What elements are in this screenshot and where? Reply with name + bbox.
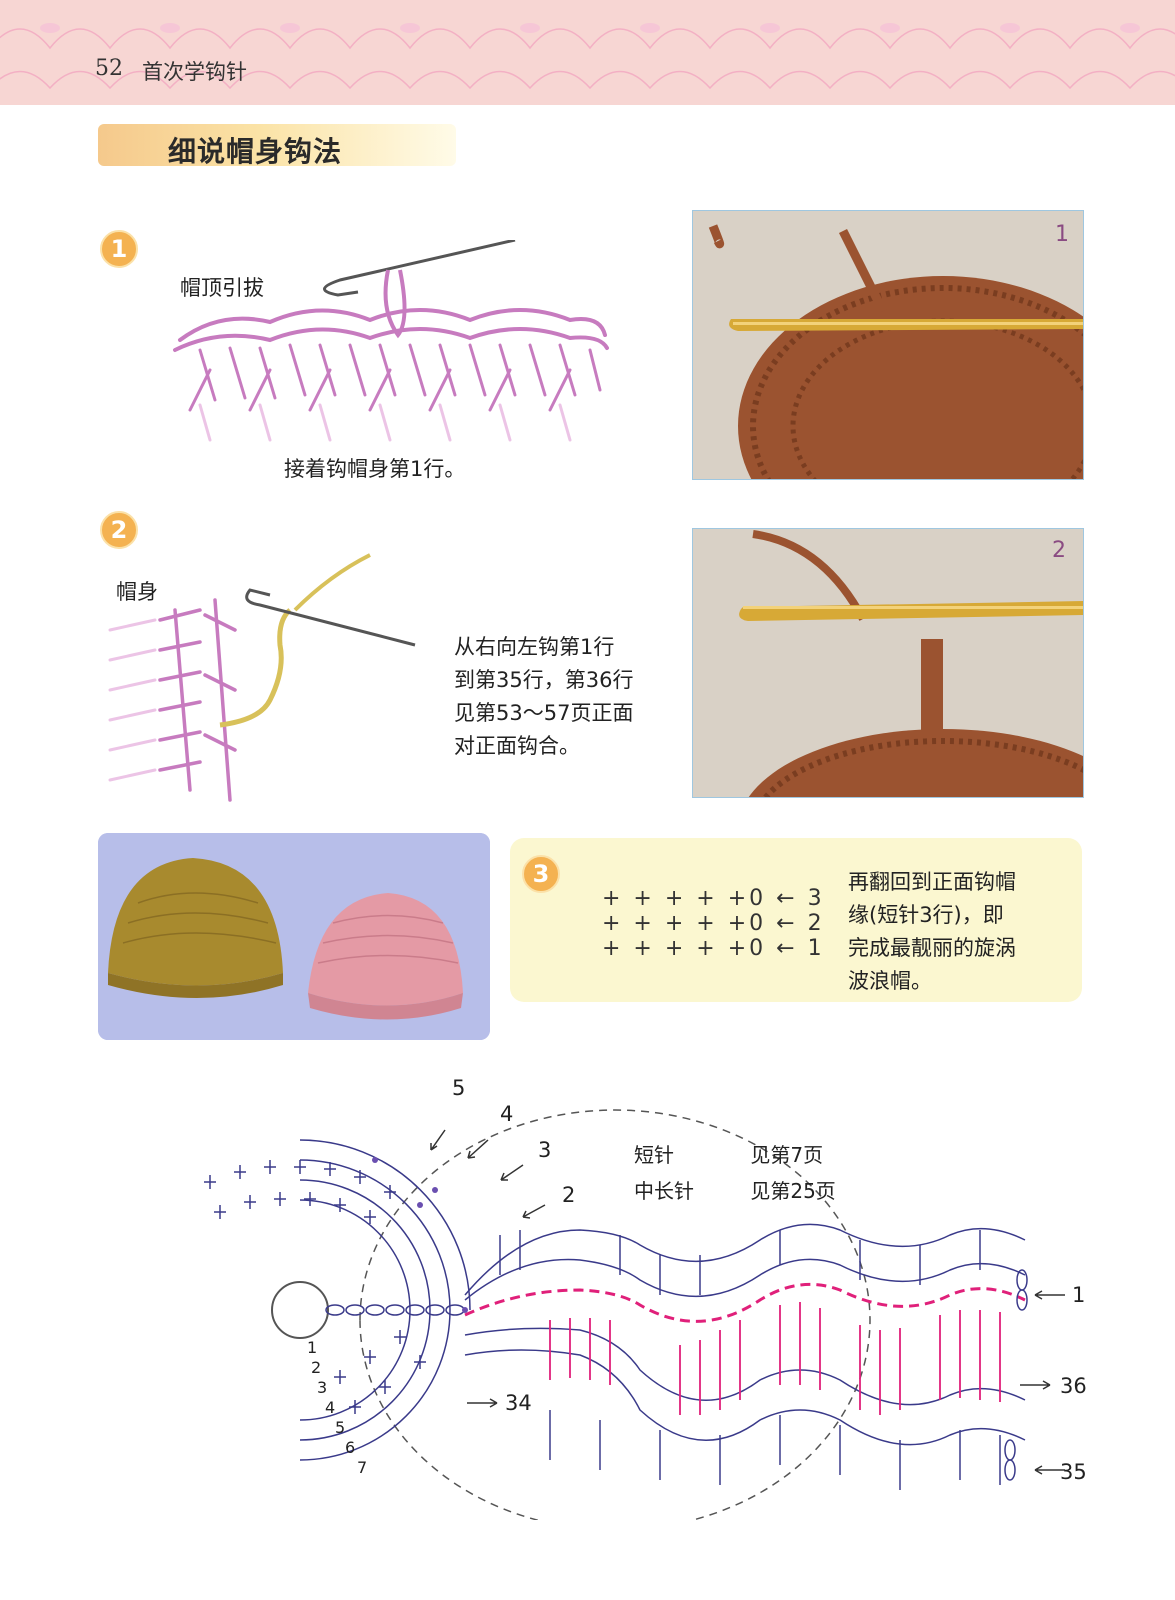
step-1-badge: 1: [100, 230, 138, 268]
step-2-stitch-diagram: [108, 553, 416, 802]
finished-hats-photo: [98, 833, 490, 1040]
left-row-7: 7: [357, 1458, 368, 1477]
chart-label-row-1: 1: [1072, 1283, 1086, 1307]
page-header: [0, 0, 1175, 105]
left-row-6: 6: [345, 1438, 356, 1457]
chart-label-row-35: 35: [1060, 1460, 1087, 1484]
step-2-line-3: 见第53～57页正面: [454, 701, 634, 725]
chart-label-row-34: 34: [505, 1391, 532, 1415]
hats-illustration: [98, 833, 490, 1040]
row-symbols: + + + + +0: [602, 911, 767, 936]
legend-row-half-double: 中长针 见第25页: [634, 1173, 836, 1209]
row-number: 2: [807, 911, 825, 936]
left-row-2: 2: [311, 1358, 322, 1377]
step-1-stitch-diagram: [173, 240, 609, 442]
step-3-badge: 3: [522, 855, 560, 893]
step-2-diagram-label: 帽身: [116, 580, 158, 604]
step-2-badge: 2: [100, 511, 138, 549]
step-2-line-4: 对正面钩合。: [454, 734, 580, 758]
stitch-legend: 短针 见第7页 中长针 见第25页: [634, 1137, 836, 1209]
symbol-row-1: + + + + +0 ← 1: [602, 936, 825, 961]
symbol-row-2: + + + + +0 ← 2: [602, 911, 825, 936]
row-number: 3: [807, 886, 825, 911]
row-number: 1: [807, 936, 825, 961]
crochet-hook-photo-2: [693, 529, 1083, 797]
symbol-row-3: + + + + +0 ← 3: [602, 886, 825, 911]
legend-ref: 见第7页: [750, 1143, 824, 1167]
step-3-line-2: 缘(短针3行)，即: [848, 903, 1004, 927]
chart-row-label-3: 3: [538, 1138, 552, 1162]
legend-stitch: 中长针: [634, 1179, 694, 1203]
section-banner: [98, 124, 456, 166]
row-symbols: + + + + +0: [602, 886, 767, 911]
chart-row-label-4: 4: [500, 1102, 514, 1126]
section-title: 细说帽身钩法: [168, 135, 343, 168]
step-2-photo-number: 2: [1052, 538, 1066, 563]
legend-row-short-stitch: 短针 见第7页: [634, 1137, 836, 1173]
row-arrow: ←: [776, 936, 798, 961]
chart-left-row-labels: 1 2 3 4 5 6 7: [307, 1338, 367, 1478]
step-3-line-1: 再翻回到正面钩帽: [848, 870, 1016, 894]
step-2-description: 从右向左钩第1行 到第35行，第36行 见第53～57页正面 对正面钩合。: [454, 631, 633, 763]
step-3-description: 再翻回到正面钩帽 缘(短针3行)，即 完成最靓丽的旋涡 波浪帽。: [848, 866, 1016, 998]
step-3-line-3: 完成最靓丽的旋涡: [848, 936, 1016, 960]
crochet-hook-photo-1: [693, 211, 1083, 479]
legend-ref: 见第25页: [750, 1179, 836, 1203]
step-2-photo: [692, 528, 1084, 798]
row-arrow: ←: [776, 911, 798, 936]
crochet-chart: [204, 1109, 1065, 1520]
step-1-photo: [692, 210, 1084, 480]
chart-row-label-2: 2: [562, 1183, 576, 1207]
step-2-line-1: 从右向左钩第1行: [454, 635, 615, 659]
chart-row-label-5: 5: [452, 1076, 466, 1100]
step-3-symbol-chart: + + + + +0 ← 3 + + + + +0 ← 2 + + + + +0…: [602, 886, 825, 961]
row-symbols: + + + + +0: [602, 936, 767, 961]
step-2-line-2: 到第35行，第36行: [454, 668, 634, 692]
step-1-diagram-label: 帽顶引拔: [180, 276, 264, 300]
page-number: 52: [95, 56, 123, 81]
step-1-caption: 接着钩帽身第1行。: [284, 457, 466, 481]
step-3-line-4: 波浪帽。: [848, 969, 932, 993]
row-arrow: ←: [776, 886, 798, 911]
chart-label-row-36: 36: [1060, 1374, 1087, 1398]
step-3-panel: [510, 838, 1082, 1002]
header-pattern: [0, 23, 1175, 90]
legend-stitch: 短针: [634, 1143, 674, 1167]
left-row-3: 3: [317, 1378, 328, 1397]
left-row-1: 1: [307, 1338, 318, 1357]
step-1-photo-number: 1: [1055, 222, 1069, 247]
left-row-4: 4: [325, 1398, 336, 1417]
left-row-5: 5: [335, 1418, 346, 1437]
book-title: 首次学钩针: [142, 60, 247, 84]
